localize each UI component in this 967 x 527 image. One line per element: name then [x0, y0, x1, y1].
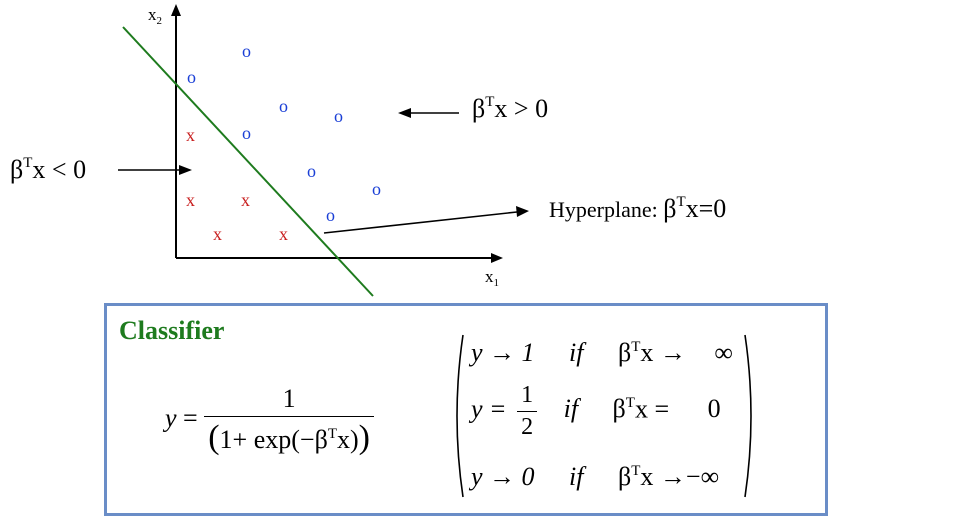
- point-x: x: [186, 125, 195, 145]
- formula-numerator: 1: [282, 384, 296, 413]
- case-row-infinity: y → 1 if βTx → ∞: [471, 338, 733, 367]
- formula-denominator: (1+ exp(−βTx)): [204, 416, 374, 457]
- case-row-zero: y = 1 2 if βTx = 0: [471, 382, 721, 440]
- x1-axis-arrowhead: [491, 253, 503, 263]
- point-x: x: [186, 190, 195, 210]
- point-o: o: [187, 67, 196, 87]
- hyperplane-arrowhead: [516, 206, 529, 217]
- x2-axis-label: x2: [148, 5, 162, 27]
- classifier-panel: Classifier y = 1 (1+ exp(−βTx)) y → 1 if…: [104, 303, 828, 516]
- point-o: o: [334, 106, 343, 126]
- point-o: o: [326, 205, 335, 225]
- classifier-title: Classifier: [119, 316, 225, 345]
- x1-axis-label: x1: [485, 267, 499, 289]
- hyperplane-line: [122, 26, 374, 297]
- negative-region-label: βTx < 0: [10, 155, 86, 184]
- formula-eq: =: [183, 403, 198, 433]
- point-o: o: [242, 41, 251, 61]
- cases-brackets: [456, 334, 752, 498]
- point-x: x: [241, 190, 250, 210]
- point-o: o: [372, 179, 381, 199]
- hyperplane-label: Hyperplane: βTx=0: [549, 194, 726, 223]
- negative-arrowhead: [179, 165, 192, 175]
- point-o: o: [279, 96, 288, 116]
- formula-y: y: [165, 403, 177, 433]
- formula-fraction: 1 (1+ exp(−βTx)): [204, 384, 374, 457]
- positive-arrowhead: [398, 108, 411, 118]
- case-row-neg-infinity: y → 0 if βTx →−∞: [471, 462, 720, 491]
- positive-region-label: βTx > 0: [472, 94, 548, 123]
- point-x: x: [213, 224, 222, 244]
- logistic-formula: y = 1 (1+ exp(−βTx)): [165, 384, 374, 457]
- point-o: o: [242, 123, 251, 143]
- x2-axis-arrowhead: [171, 4, 181, 16]
- point-o: o: [307, 161, 316, 181]
- hyperplane-arrow: [323, 211, 518, 234]
- point-x: x: [279, 224, 288, 244]
